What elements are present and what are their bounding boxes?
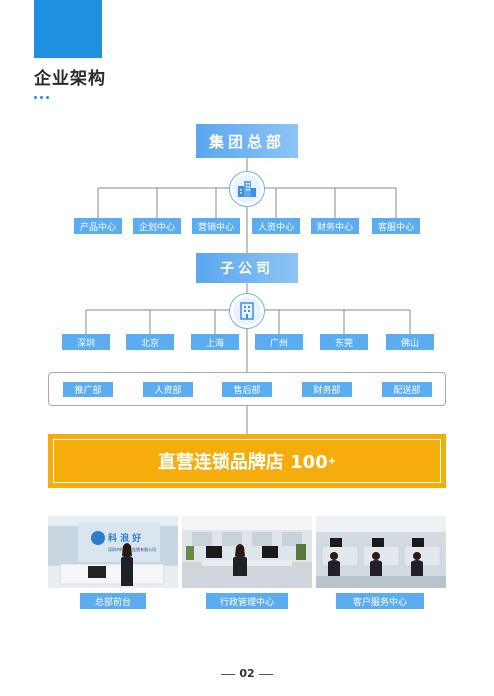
- hq-hub: [229, 171, 265, 207]
- reception-sign-text: 深圳市科浪好连锁有限公司: [108, 546, 156, 552]
- reception-photo: 科 浪 好 深圳市科浪好连锁有限公司: [48, 516, 178, 588]
- buildings-icon: [238, 181, 256, 197]
- store-dept-box: 财务部: [302, 382, 352, 397]
- sub-hub: [229, 293, 265, 329]
- store-dept-box: 配送部: [382, 382, 432, 397]
- dept-box: 营销中心: [192, 218, 240, 234]
- store-dept-box: 人资部: [143, 382, 193, 397]
- reception-logo-text: 科 浪 好: [108, 532, 141, 544]
- city-box: 北京: [126, 334, 174, 350]
- dept-box: 人资中心: [252, 218, 300, 234]
- customer-service-photo: [316, 516, 446, 588]
- photo-caption: 行政管理中心: [206, 593, 288, 609]
- city-box: 东莞: [320, 334, 368, 350]
- store-dept-box: 售后部: [222, 382, 272, 397]
- chain-store-banner: 直营连锁品牌店 100+: [48, 434, 446, 488]
- store-departments-frame: [48, 372, 446, 406]
- city-box: 佛山: [386, 334, 434, 350]
- banner-sup: +: [327, 455, 337, 467]
- city-box: 广州: [255, 334, 303, 350]
- dept-box: 产品中心: [74, 218, 122, 234]
- city-box: 上海: [191, 334, 239, 350]
- title-dots: [34, 96, 49, 99]
- building-icon: [240, 302, 254, 320]
- photo-caption: 总部前台: [80, 593, 146, 609]
- dept-box: 企划中心: [133, 218, 181, 234]
- admin-office-photo: [182, 516, 312, 588]
- dept-box: 客服中心: [372, 218, 420, 234]
- city-box: 深圳: [62, 334, 110, 350]
- corner-accent-block: [34, 0, 102, 58]
- headquarters-box: 集团总部: [196, 124, 298, 158]
- subsidiary-box: 子公司: [196, 253, 298, 283]
- store-dept-box: 推广部: [63, 382, 113, 397]
- dept-box: 财务中心: [311, 218, 359, 234]
- banner-text: 直营连锁品牌店 100: [157, 452, 328, 473]
- page-number-text: 02: [239, 667, 255, 680]
- page-number: 02: [0, 667, 494, 680]
- photo-caption: 客户服务中心: [336, 593, 424, 609]
- page-title: 企业架构: [34, 69, 106, 89]
